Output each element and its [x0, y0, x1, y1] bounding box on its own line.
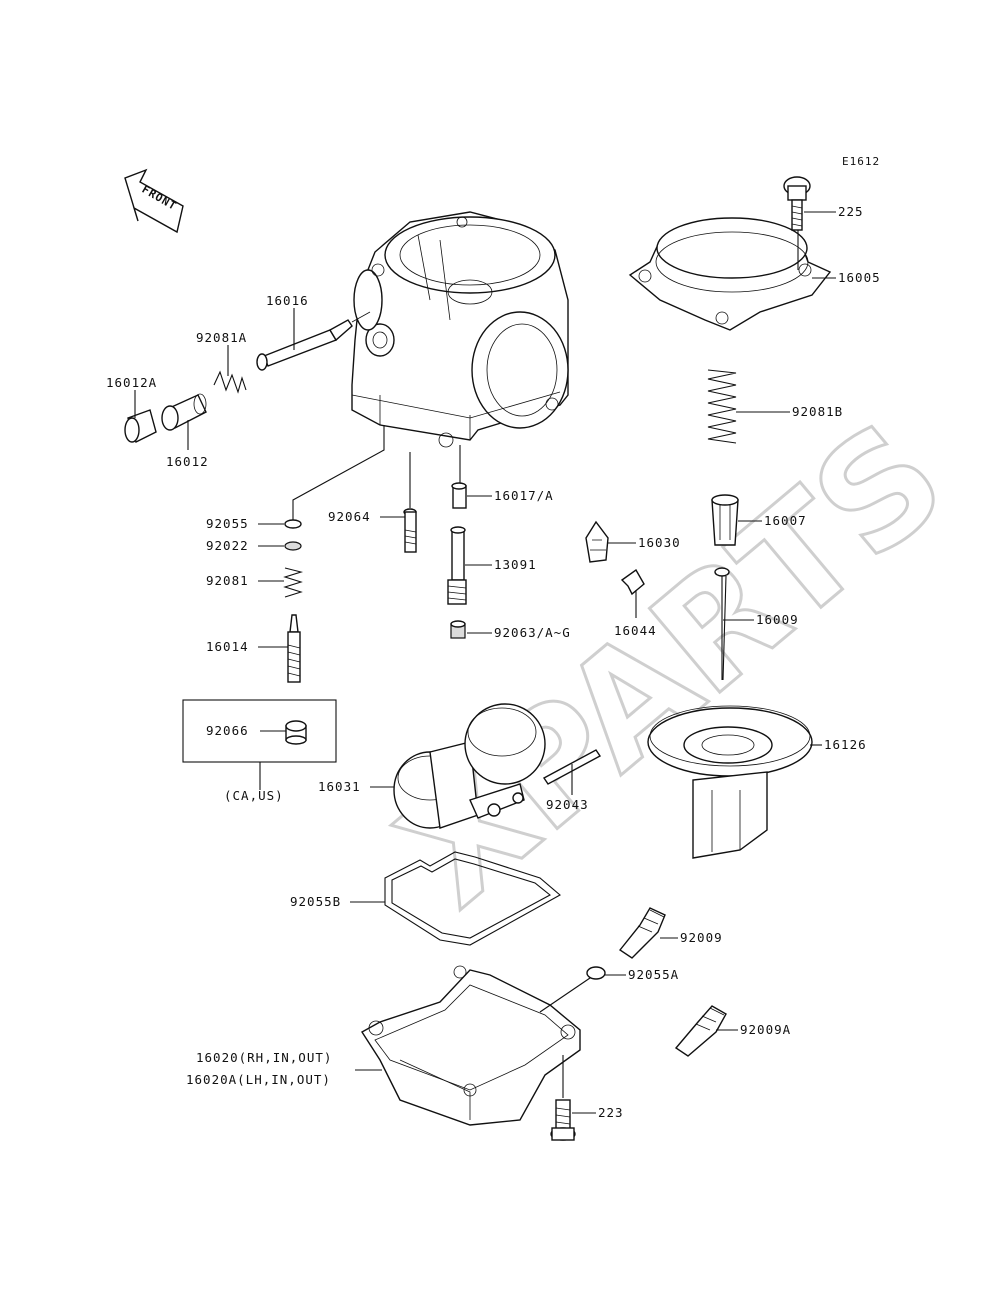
label-16020: 16020(RH,IN,OUT) — [196, 1050, 332, 1065]
label-223: 223 — [598, 1105, 624, 1120]
label-16007: 16007 — [764, 513, 807, 528]
label-92009a: 92009A — [740, 1022, 791, 1037]
label-16014: 16014 — [206, 639, 249, 654]
float-assembly — [393, 703, 546, 829]
jet-needle — [714, 567, 730, 681]
label-region-note: (CA,US) — [224, 788, 284, 803]
label-92081b: 92081B — [792, 404, 843, 419]
label-92064: 92064 — [328, 509, 371, 524]
starter-plunger — [256, 311, 371, 371]
o-ring-small — [284, 519, 302, 529]
label-92066: 92066 — [206, 723, 249, 738]
label-92055: 92055 — [206, 516, 249, 531]
spring-large — [707, 369, 737, 444]
label-92055b: 92055B — [290, 894, 341, 909]
pilot-screw — [287, 614, 301, 683]
diagram-code: E1612 — [842, 155, 880, 168]
jet-holder — [447, 526, 467, 605]
label-92043: 92043 — [546, 797, 589, 812]
limiter-cap — [285, 720, 307, 745]
label-16005: 16005 — [838, 270, 881, 285]
label-16044: 16044 — [614, 623, 657, 638]
label-16031: 16031 — [318, 779, 361, 794]
cover-screw — [783, 176, 811, 231]
top-cover — [628, 217, 832, 331]
label-92081a: 92081A — [196, 330, 247, 345]
label-16030: 16030 — [638, 535, 681, 550]
float-bowl — [361, 965, 581, 1126]
plunger-spring — [213, 370, 247, 394]
bowl-screw — [550, 1099, 576, 1141]
float-valve — [585, 520, 609, 563]
leader-lines — [134, 211, 836, 1114]
part-labels: 225 16005 92081B 16007 16030 16044 16009… — [106, 204, 881, 1120]
plunger-nut — [161, 393, 207, 431]
air-screw — [618, 907, 666, 959]
label-225: 225 — [838, 204, 864, 219]
label-16126: 16126 — [824, 737, 867, 752]
valve-clip — [620, 568, 645, 596]
washer — [284, 541, 302, 551]
front-arrow-icon: FRONT — [124, 168, 184, 234]
label-16017a: 16017/A — [494, 488, 554, 503]
label-16016: 16016 — [266, 293, 309, 308]
label-16009: 16009 — [756, 612, 799, 627]
pilot-screw-spring — [283, 567, 304, 598]
label-13091: 13091 — [494, 557, 537, 572]
label-92022: 92022 — [206, 538, 249, 553]
plunger-cap-rubber — [124, 409, 157, 443]
label-16012a: 16012A — [106, 375, 157, 390]
air-screw-a — [674, 1005, 727, 1057]
main-jet — [450, 620, 466, 639]
vacuum-piston — [647, 705, 813, 859]
plug-screw — [403, 508, 417, 553]
label-92063: 92063/A~G — [494, 625, 571, 640]
carburetor-body — [351, 211, 569, 448]
label-16020a: 16020A(LH,IN,OUT) — [186, 1072, 331, 1087]
label-16012: 16012 — [166, 454, 209, 469]
needle-jet — [451, 482, 467, 509]
label-92009: 92009 — [680, 930, 723, 945]
label-92055a: 92055A — [628, 967, 679, 982]
needle-holder — [711, 494, 739, 546]
float-bowl-gasket — [384, 851, 561, 946]
label-92081: 92081 — [206, 573, 249, 588]
o-ring-drain — [586, 966, 606, 980]
